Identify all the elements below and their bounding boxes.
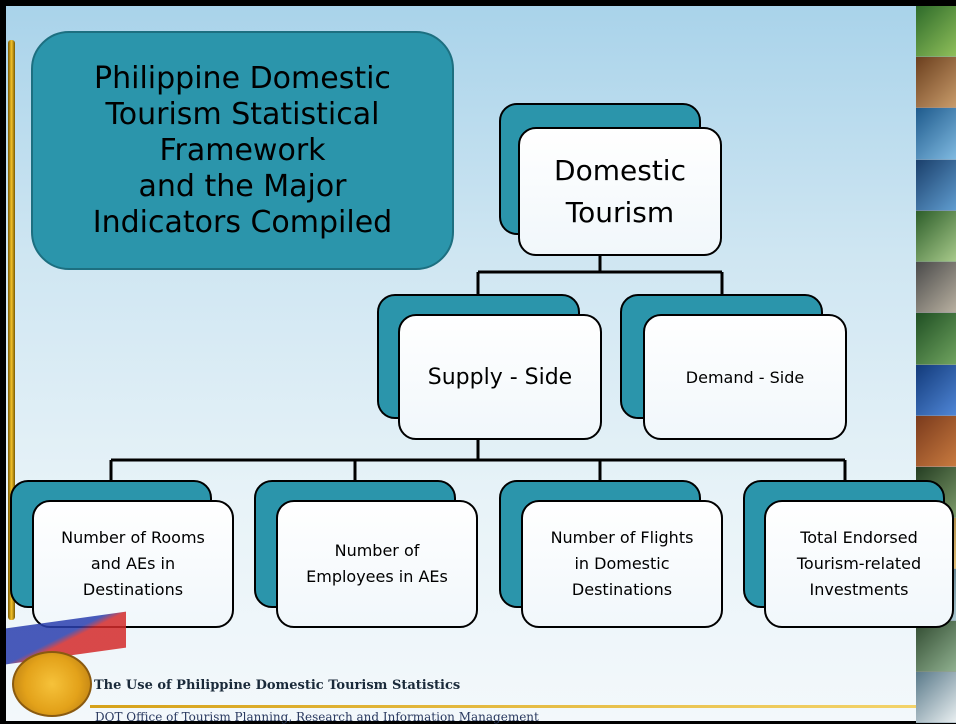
supply-side-node: Supply - Side [398, 314, 602, 440]
slide-title: Philippine Domestic Tourism Statistical … [92, 60, 393, 240]
photo-thumbnail [916, 210, 956, 263]
photo-thumbnail [916, 415, 956, 467]
indicator-investments-node: Total Endorsed Tourism-related Investmen… [764, 500, 954, 628]
footer-accent-line [90, 705, 916, 708]
photo-thumbnail [916, 108, 956, 160]
photo-thumbnail [916, 620, 956, 672]
photo-thumbnail [916, 57, 956, 109]
photo-thumbnail [916, 159, 956, 211]
footer-subtitle: DOT Office of Tourism Planning, Research… [95, 710, 539, 724]
photo-thumbnail [916, 262, 956, 314]
demand-side-node: Demand - Side [643, 314, 847, 440]
photo-thumbnail [916, 6, 956, 58]
photo-thumbnail [916, 313, 956, 365]
title-box: Philippine Domestic Tourism Statistical … [31, 31, 454, 270]
photo-thumbnail [916, 364, 956, 416]
indicator-flights-node: Number of Flights in Domestic Destinatio… [521, 500, 723, 628]
footer-title: The Use of Philippine Domestic Tourism S… [94, 678, 461, 693]
department-seal-logo [12, 651, 92, 717]
root-node: Domestic Tourism [518, 127, 722, 256]
indicator-rooms-node: Number of Rooms and AEs in Destinations [32, 500, 234, 628]
left-accent-bar [8, 40, 15, 620]
indicator-employees-node: Number of Employees in AEs [276, 500, 478, 628]
